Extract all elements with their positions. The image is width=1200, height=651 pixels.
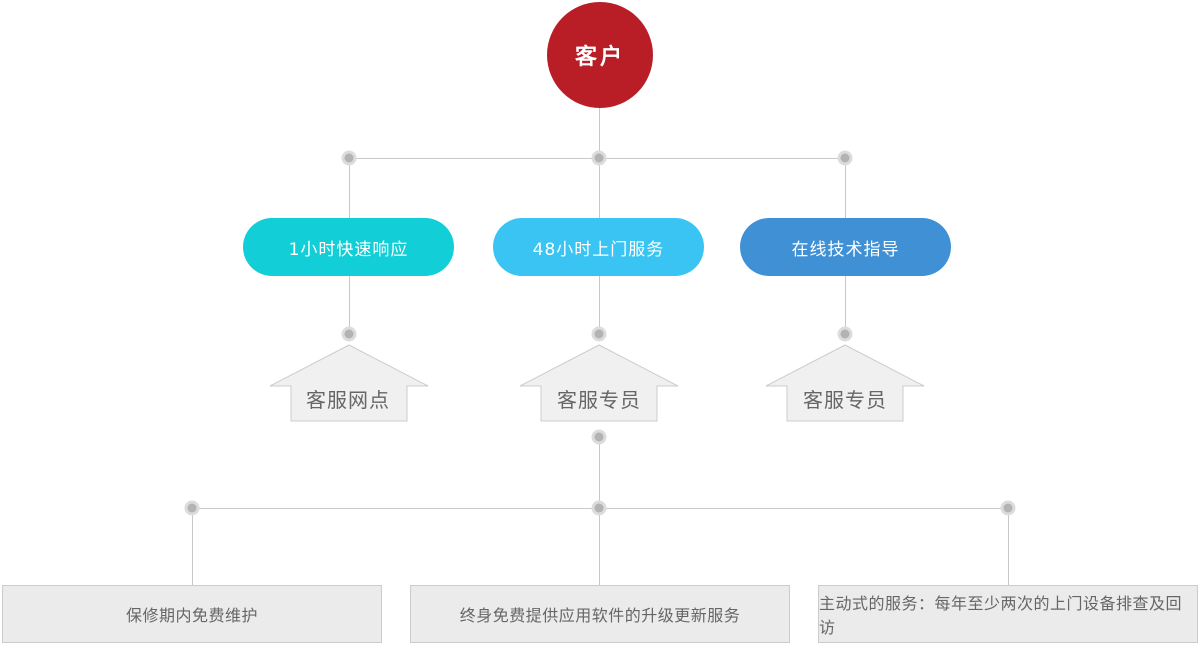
connector-dot [837,326,853,342]
box-free-maintenance: 保修期内免费维护 [2,585,382,643]
connector-line [599,432,600,508]
connector-line [1008,508,1009,585]
connector-dot [591,150,607,166]
connector-dot [1000,500,1016,516]
connector-dot [341,150,357,166]
pill-fast-response: 1小时快速响应 [243,218,454,276]
box-lifetime-software-upgrade: 终身免费提供应用软件的升级更新服务 [410,585,790,643]
house-label-service-agent-1: 客服专员 [557,388,641,412]
house-label-service-agent-2: 客服专员 [803,388,887,412]
connector-line [599,508,600,585]
connector-line [192,508,193,585]
pill-online-guidance: 在线技术指导 [740,218,951,276]
box-proactive-service: 主动式的服务：每年至少两次的上门设备排查及回访 [818,585,1198,643]
connector-dot [591,326,607,342]
pill-onsite-service: 48小时上门服务 [493,218,704,276]
connector-dot [591,429,607,445]
connector-dot [184,500,200,516]
house-shape [765,344,925,422]
connector-line [349,276,350,334]
connector-line [349,158,350,218]
connector-line [599,158,600,218]
house-shape [269,344,429,422]
connector-dot [591,500,607,516]
connector-line [599,108,600,158]
connector-line [845,158,846,218]
root-node-customer: 客户 [547,2,653,108]
house-shape [519,344,679,422]
house-label-service-outlet: 客服网点 [306,388,390,412]
connector-line [845,276,846,334]
connector-dot [837,150,853,166]
connector-dot [341,326,357,342]
connector-line [599,276,600,334]
